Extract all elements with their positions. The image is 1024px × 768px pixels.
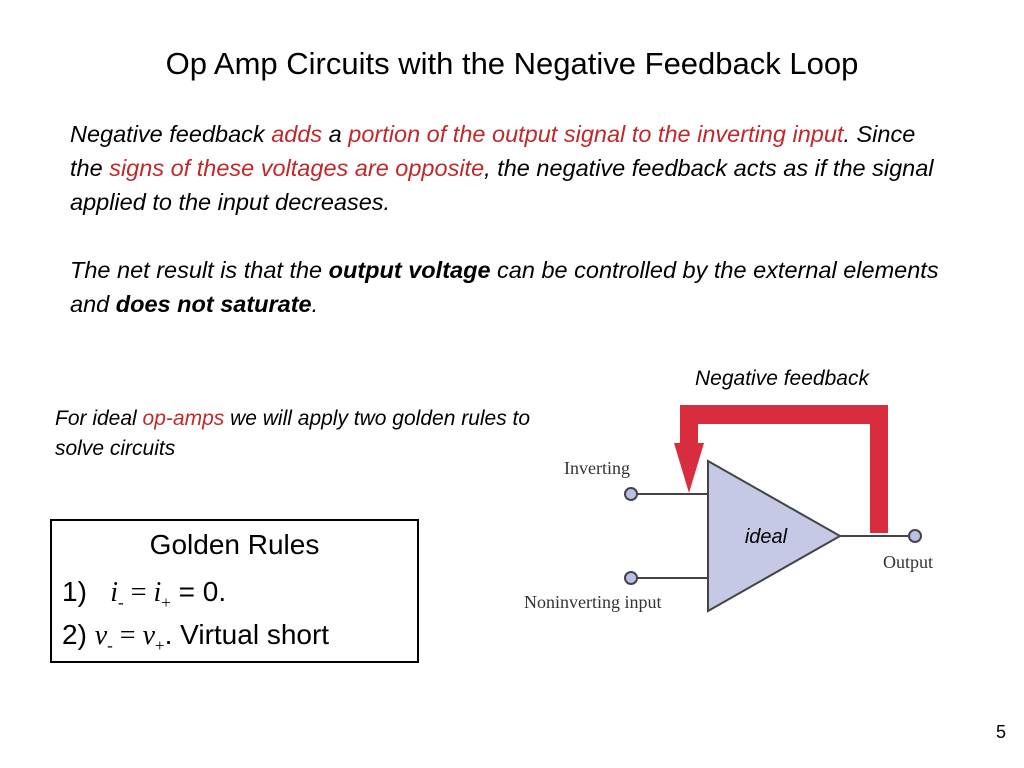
result-paragraph: The net result is that the output voltag… [70, 257, 939, 317]
feedback-paragraph: Negative feedback adds a portion of the … [70, 121, 934, 215]
highlight-portion: portion of the output signal to the inve… [348, 121, 844, 147]
rule-2-equation: v- = v+ [94, 620, 165, 655]
bold-does-not-saturate: does not saturate [115, 291, 312, 317]
golden-rules-box: Golden Rules 1) i- = i+ = 0. 2) v- = v+.… [50, 519, 419, 663]
golden-rules-title: Golden Rules [149, 529, 320, 560]
noninverting-label: Noninverting input [524, 592, 662, 612]
output-label: Output [883, 552, 933, 572]
highlight-op-amps: op-amps [142, 407, 225, 430]
highlight-adds: adds [271, 121, 323, 147]
op-amp-triangle [707, 459, 843, 613]
feedback-arrow-icon [674, 443, 704, 493]
output-terminal [908, 529, 922, 543]
feedback-loop [674, 405, 888, 533]
inverting-terminal [624, 487, 638, 501]
negative-feedback-label: Negative feedback [695, 367, 869, 390]
slide-title: Op Amp Circuits with the Negative Feedba… [165, 46, 859, 81]
op-amp-diagram: ideal Inverting Noninverting input Outpu… [524, 405, 933, 613]
highlight-signs: signs of these voltages are opposite [109, 155, 485, 181]
bold-output-voltage: output voltage [328, 257, 491, 283]
page-number: 5 [996, 722, 1007, 742]
rule-1-equation: i- = i+ [110, 577, 171, 612]
rule-2: 2) v- = v+. Virtual short [62, 619, 330, 655]
rule-1: 1) i- = i+ = 0. [62, 576, 227, 612]
inverting-label: Inverting [564, 458, 630, 478]
noninverting-terminal [624, 571, 638, 585]
ideal-label: ideal [745, 526, 788, 548]
ideal-opamp-note: For ideal op-amps we will apply two gold… [55, 407, 531, 460]
